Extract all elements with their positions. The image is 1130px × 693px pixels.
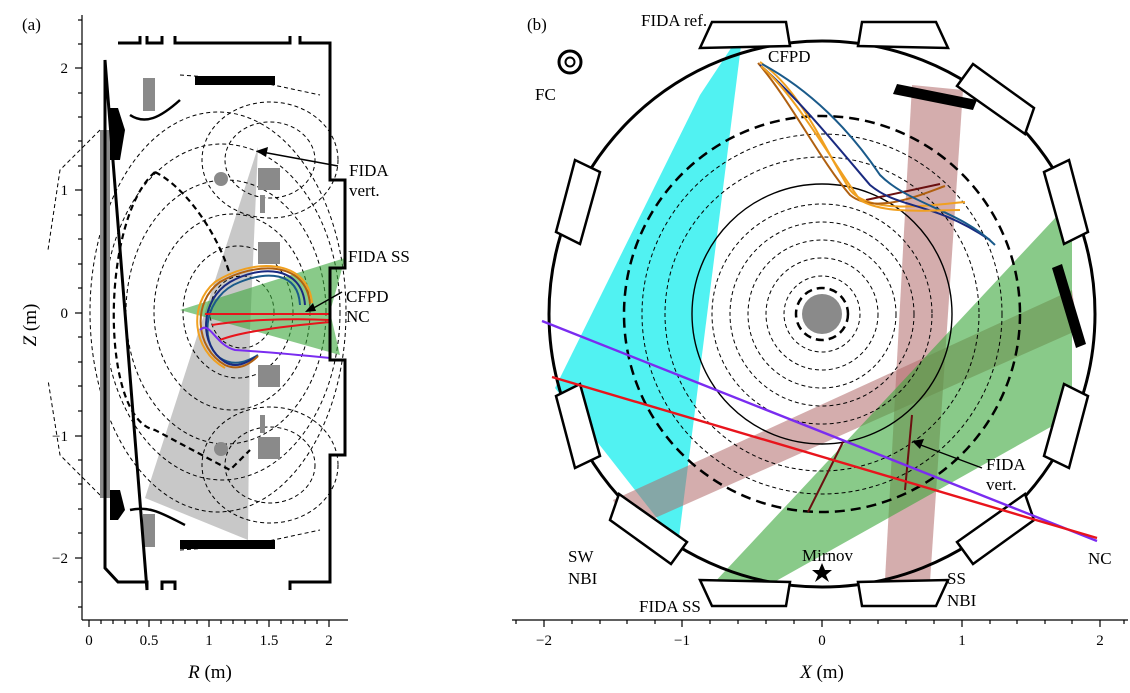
x-tick-b-1: 1	[958, 633, 966, 649]
label-sw-nbi-1: SW	[568, 547, 594, 566]
y-axis-a	[75, 15, 83, 620]
y-tick-a-m2: −2	[52, 551, 68, 567]
y-tick-a-1: 1	[61, 183, 69, 199]
divertor-plates	[110, 76, 275, 549]
fc-symbol	[557, 49, 583, 75]
fida-ref-sightlines	[555, 30, 743, 545]
label-cfpd: CFPD	[346, 287, 389, 306]
fida-vert-arrow-b	[917, 443, 983, 469]
panel-a-tag: (a)	[22, 15, 41, 34]
cfpd-arrowhead	[305, 303, 316, 312]
label-fida-vert-b-1: FIDA	[986, 455, 1026, 474]
cfpd-orbits-b	[757, 61, 996, 246]
label-fida-vert-b-2: vert.	[986, 475, 1017, 494]
y-tick-a-m1: −1	[52, 429, 68, 445]
x-axis-a	[82, 619, 348, 627]
fida-vert-arrowhead-b	[912, 439, 924, 449]
x-axis-label-b: X (m)	[799, 662, 844, 683]
x-tick-a-1: 1	[205, 633, 213, 649]
nc-purple-chord	[541, 319, 1098, 543]
label-fida-ss: FIDA SS	[348, 247, 410, 266]
y-tick-a-0: 0	[61, 306, 69, 322]
x-tick-a-2: 2	[325, 633, 333, 649]
nc-red-line	[205, 313, 331, 341]
x-tick-a-05: 0.5	[140, 633, 159, 649]
label-fc: FC	[535, 85, 556, 104]
x-axis-b	[512, 619, 1128, 627]
cfpd-orbits	[196, 265, 313, 369]
label-ss-nbi-2: NBI	[947, 591, 977, 610]
fida-vert-arrowhead	[256, 147, 268, 157]
panel-b: (b)	[512, 11, 1128, 683]
nc-red-chord	[551, 375, 1098, 540]
mirnov-star	[812, 563, 832, 582]
label-sw-nbi-2: NBI	[568, 569, 598, 588]
center-stack	[802, 294, 842, 334]
x-tick-b-m2: −2	[536, 633, 552, 649]
vessel-outer	[547, 39, 1097, 589]
x-tick-b-2: 2	[1096, 633, 1104, 649]
upper-plate	[893, 84, 977, 110]
label-fida-vert-2: vert.	[349, 181, 380, 200]
label-nc: NC	[346, 307, 370, 326]
label-fida-ref: FIDA ref.	[641, 11, 707, 30]
panel-a: (a)	[20, 15, 410, 683]
x-tick-b-0: 0	[818, 633, 826, 649]
right-plate	[1052, 264, 1086, 348]
nc-purple-line	[199, 326, 331, 359]
label-fida-ss-b: FIDA SS	[639, 597, 701, 616]
x-tick-a-0: 0	[85, 633, 93, 649]
x-axis-label-a: R (m)	[187, 662, 232, 683]
flux-circles	[622, 114, 1022, 514]
baffles	[129, 99, 186, 527]
vessel-ports	[554, 20, 1090, 608]
x-tick-b-m1: −1	[674, 633, 690, 649]
vessel-wall	[103, 36, 347, 591]
fida-vert-arrow	[261, 151, 339, 167]
label-cfpd-b: CFPD	[768, 47, 811, 66]
separatrix	[112, 171, 251, 472]
cfpd-arrow	[309, 291, 343, 311]
label-fida-vert-1: FIDA	[349, 161, 389, 180]
panel-b-tag: (b)	[527, 15, 547, 34]
label-nc-b: NC	[1088, 549, 1112, 568]
y-axis-label-a: Z (m)	[20, 304, 41, 347]
y-tick-a-2: 2	[61, 61, 69, 77]
x-tick-a-15: 1.5	[260, 633, 279, 649]
label-mirnov: Mirnov	[802, 546, 854, 565]
label-ss-nbi-1: SS	[947, 569, 966, 588]
